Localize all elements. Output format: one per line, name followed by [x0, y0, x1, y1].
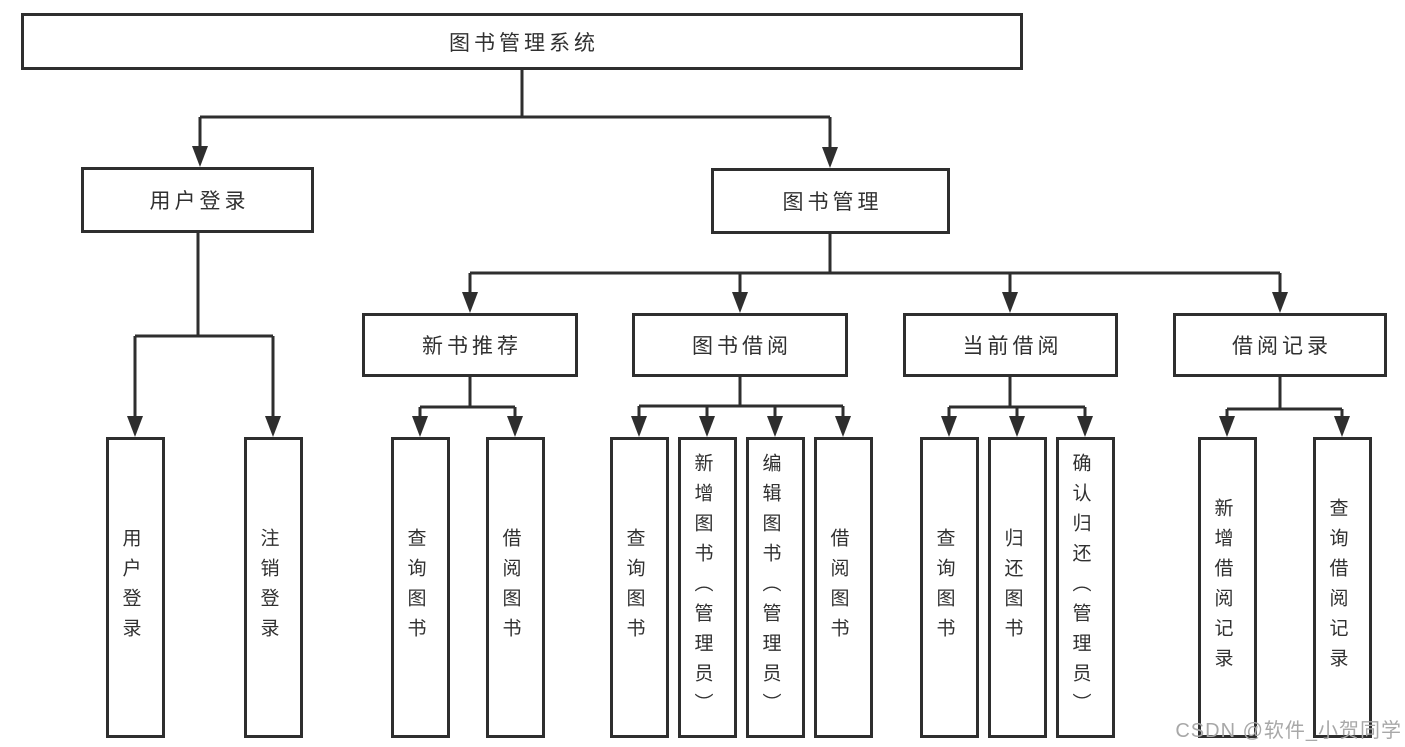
leaf-recommend-borrow-book: 借阅图书	[486, 437, 545, 738]
arrowheads	[127, 146, 1350, 437]
node-root-label: 图书管理系统	[449, 31, 599, 55]
node-current-borrow: 当前借阅	[903, 313, 1118, 377]
leaf-record-query-borrow-record-label: 查询借阅记录	[1326, 497, 1348, 678]
leaf-recommend-query-book: 查询图书	[391, 437, 450, 738]
leaf-logout-login: 注销登录	[244, 437, 303, 738]
leaf-current-return-book-label: 归还图书	[1001, 527, 1023, 648]
leaf-borrow-add-book-admin-label: 新增图书（管理员）	[691, 452, 713, 723]
leaf-current-confirm-return-admin: 确认归还（管理员）	[1056, 437, 1115, 738]
node-current-borrow-label: 当前借阅	[962, 335, 1063, 358]
csdn-watermark: CSDN @软件_小贺同学	[1175, 720, 1402, 742]
connector-current-to-leaves	[947, 377, 1087, 417]
leaf-record-add-borrow-record: 新增借阅记录	[1198, 437, 1257, 738]
leaf-current-query-book: 查询图书	[920, 437, 979, 738]
connector-recommend-to-leaves	[418, 377, 517, 417]
leaf-current-confirm-return-admin-label: 确认归还（管理员）	[1069, 452, 1091, 723]
node-new-book-recommend-label: 新书推荐	[422, 335, 522, 358]
node-user-login: 用户登录	[81, 167, 314, 233]
leaf-borrow-query-book-label: 查询图书	[623, 527, 645, 648]
leaf-recommend-borrow-book-label: 借阅图书	[499, 527, 521, 648]
connector-user-login-to-leaves	[133, 233, 275, 417]
connector-book-manage-to-level3	[468, 234, 1282, 293]
leaf-record-query-borrow-record: 查询借阅记录	[1313, 437, 1372, 738]
leaf-user-login-label: 用户登录	[119, 527, 141, 648]
leaf-borrow-query-book: 查询图书	[610, 437, 669, 738]
node-book-manage: 图书管理	[711, 168, 950, 234]
node-user-login-label: 用户登录	[149, 190, 250, 213]
node-borrow-record: 借阅记录	[1173, 313, 1387, 377]
node-book-borrow-label: 图书借阅	[692, 335, 792, 358]
node-borrow-record-label: 借阅记录	[1232, 335, 1332, 358]
leaf-borrow-edit-book-admin: 编辑图书（管理员）	[746, 437, 805, 738]
node-new-book-recommend: 新书推荐	[362, 313, 578, 377]
connector-record-to-leaves	[1225, 377, 1344, 417]
leaf-recommend-query-book-label: 查询图书	[404, 527, 426, 648]
leaf-borrow-edit-book-admin-label: 编辑图书（管理员）	[759, 452, 781, 723]
node-book-manage-label: 图书管理	[782, 191, 883, 214]
leaf-current-return-book: 归还图书	[988, 437, 1047, 738]
leaf-record-add-borrow-record-label: 新增借阅记录	[1211, 497, 1233, 678]
node-book-borrow: 图书借阅	[632, 313, 848, 377]
node-root: 图书管理系统	[21, 13, 1023, 70]
leaf-user-login: 用户登录	[106, 437, 165, 738]
leaf-logout-login-label: 注销登录	[257, 527, 279, 648]
leaf-borrow-borrow-book: 借阅图书	[814, 437, 873, 738]
leaf-current-query-book-label: 查询图书	[933, 527, 955, 648]
connector-borrow-to-leaves	[637, 377, 845, 417]
leaf-borrow-borrow-book-label: 借阅图书	[827, 527, 849, 648]
connector-root-to-level2	[198, 69, 832, 148]
leaf-borrow-add-book-admin: 新增图书（管理员）	[678, 437, 737, 738]
